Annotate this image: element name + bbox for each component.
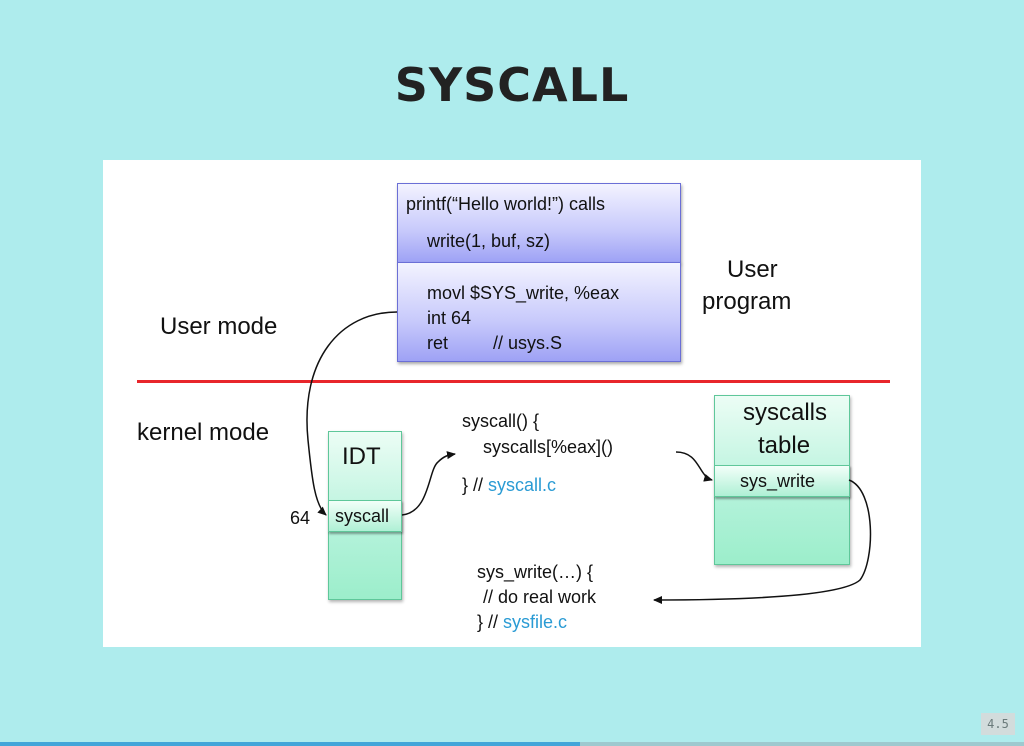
sys-write-code-line3: } // sysfile.c xyxy=(477,612,567,633)
syscall-c-file-link: syscall.c xyxy=(488,475,557,495)
user-call-line2: write(1, buf, sz) xyxy=(427,231,551,251)
user-mode-label: User mode xyxy=(160,313,278,340)
syscall-code-line3: } // syscall.c xyxy=(462,475,556,496)
arrow-int64-to-idt xyxy=(306,311,398,516)
user-program-label-line1: User xyxy=(727,256,778,283)
user-call-box: printf(“Hello world!”) calls write(1, bu… xyxy=(397,183,681,263)
slide-title: SYSCALL xyxy=(394,58,630,112)
arrow-table-to-sys-write xyxy=(653,479,872,604)
kernel-mode-label: kernel mode xyxy=(137,419,270,446)
user-code-box: movl $SYS_write, %eax int 64 ret // usys… xyxy=(397,262,681,362)
idt-index-label: 64 xyxy=(290,508,311,528)
user-code-line1: movl $SYS_write, %eax xyxy=(427,283,620,303)
idt-title: IDT xyxy=(342,443,381,470)
syscalls-table-sys-write-entry: sys_write xyxy=(714,465,850,497)
syscall-code-line2: syscalls[%eax]() xyxy=(483,437,614,457)
sys-write-code-line2: // do real work xyxy=(483,587,597,607)
sys-write-code-line1: sys_write(…) { xyxy=(477,562,594,582)
syscall-code-line3-prefix: } // xyxy=(462,475,489,495)
sys-write-code-line3-prefix: } // xyxy=(477,612,504,632)
user-code-line2: int 64 xyxy=(427,308,472,328)
syscalls-table-title-line2: table xyxy=(758,432,811,459)
idt-syscall-entry: syscall xyxy=(328,500,402,532)
mode-divider-line xyxy=(137,380,890,383)
user-call-line1: printf(“Hello world!”) calls xyxy=(406,194,606,214)
sys-write-entry-label: sys_write xyxy=(740,471,816,491)
syscall-code-line1: syscall() { xyxy=(462,411,540,431)
progress-bar xyxy=(0,742,580,746)
user-program-label-line2: program xyxy=(702,288,792,315)
syscalls-table-title-line1: syscalls xyxy=(743,399,828,426)
sysfile-c-file-link: sysfile.c xyxy=(503,612,568,632)
user-code-line3: ret // usys.S xyxy=(427,333,563,353)
idt-syscall-entry-label: syscall xyxy=(335,506,390,526)
arrow-idt-to-syscall xyxy=(401,451,456,516)
arrow-syscall-to-table xyxy=(675,451,713,482)
slide-number: 4.5 xyxy=(981,713,1015,735)
